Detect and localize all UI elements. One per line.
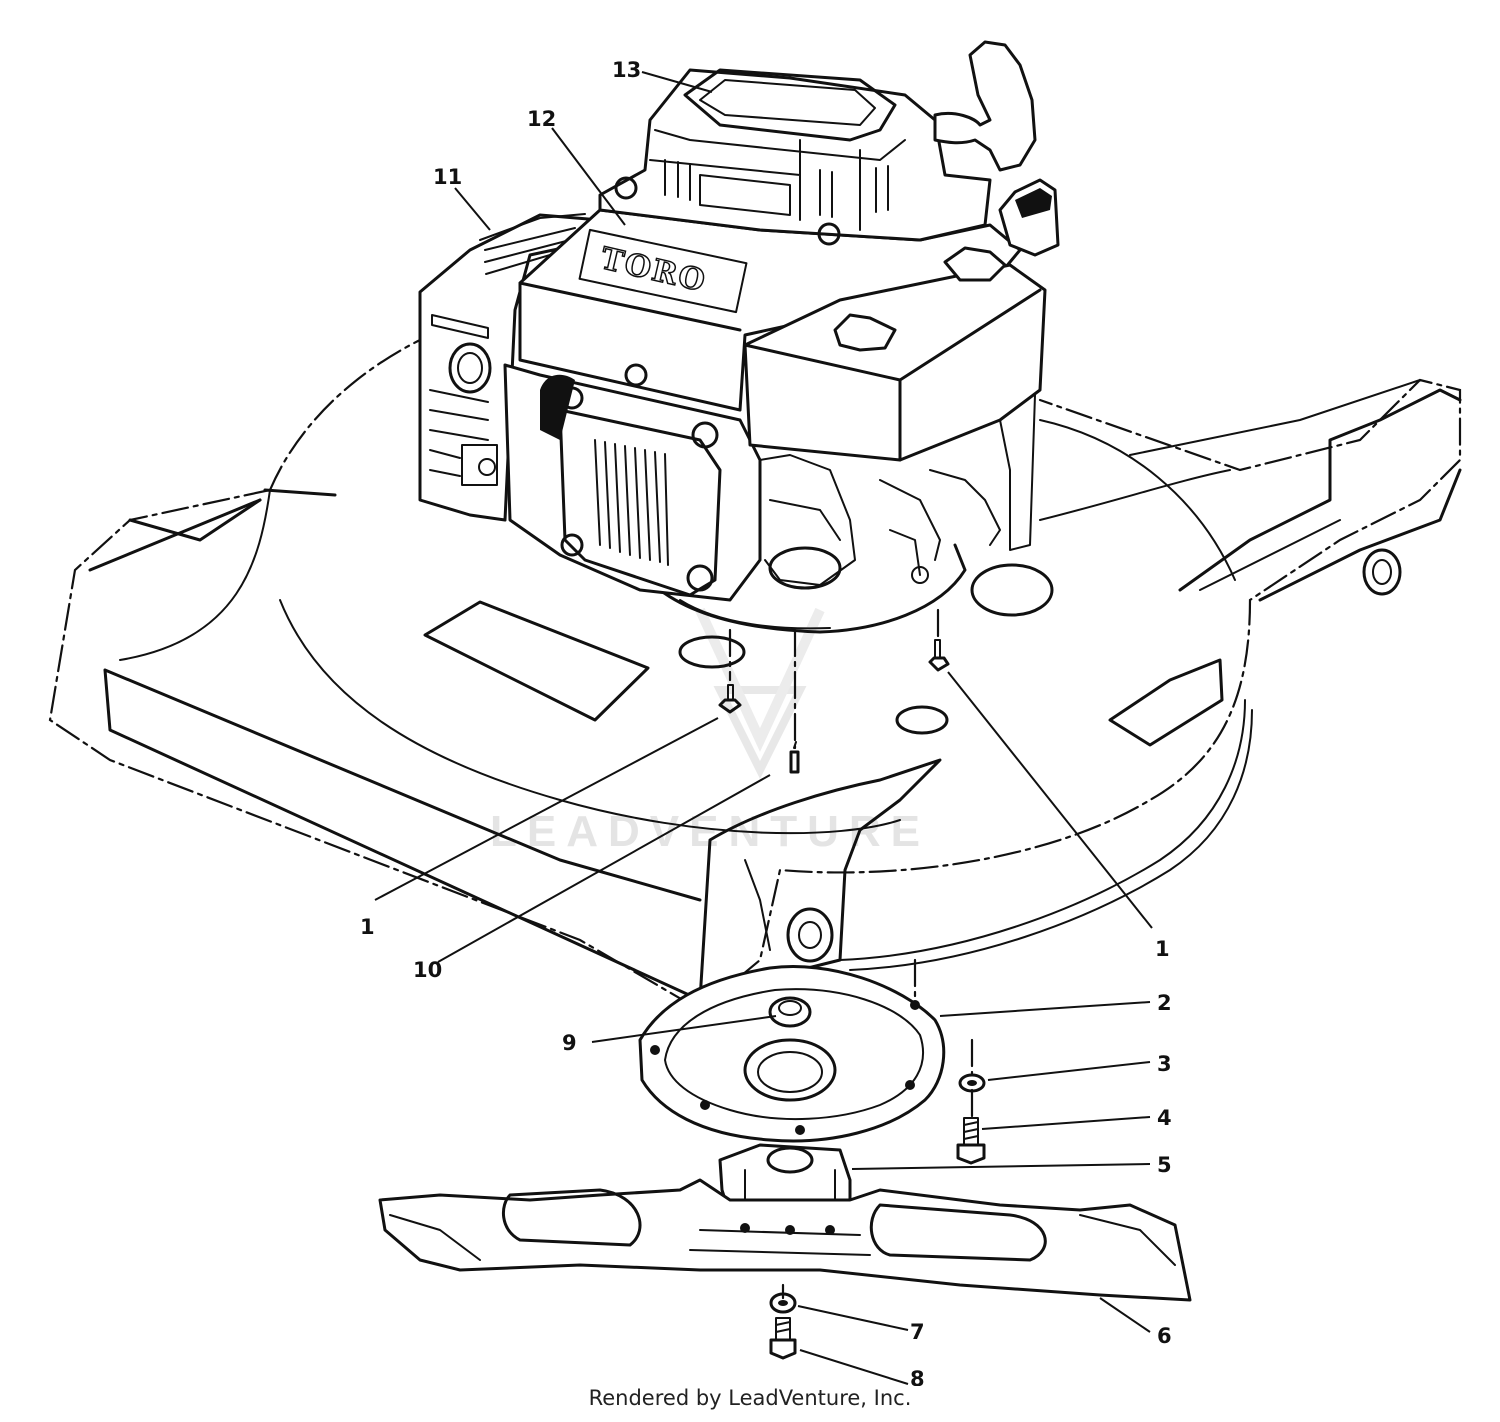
washer-3	[958, 1073, 986, 1093]
bolt-8	[769, 1317, 797, 1360]
callout-12: 12	[527, 107, 556, 131]
watermark-logo	[695, 607, 825, 779]
exploded-view-drawing: LEADVENTURE	[48, 40, 1462, 1386]
blade-6	[378, 1178, 1192, 1302]
callout-2: 2	[1157, 991, 1172, 1015]
engine: TORO	[418, 40, 1060, 634]
callout-6: 6	[1157, 1324, 1172, 1348]
engine-bolt-left	[718, 684, 742, 714]
callout-7: 7	[910, 1320, 925, 1344]
callout-9: 9	[562, 1031, 577, 1055]
callout-13: 13	[612, 58, 641, 82]
washer-7	[769, 1292, 797, 1314]
watermark-text: LEADVENTURE	[490, 807, 930, 856]
bolt-4	[956, 1117, 986, 1165]
leader-lines	[374, 71, 1153, 1385]
footer-credit: Rendered by LeadVenture, Inc.	[588, 1386, 912, 1410]
callout-5: 5	[1157, 1153, 1172, 1177]
callout-8: 8	[910, 1367, 925, 1386]
assembly-lines	[728, 608, 974, 1300]
mower-deck	[48, 338, 1462, 1012]
callout-labels: 13 12 11 1 10 1 2 9 3 4 5 6 7 8	[360, 58, 1172, 1386]
callout-11: 11	[433, 165, 462, 189]
callout-4: 4	[1157, 1106, 1172, 1130]
callout-1-left: 1	[360, 915, 375, 939]
blade-support-plate	[638, 965, 946, 1143]
callout-10: 10	[413, 958, 442, 982]
callout-3: 3	[1157, 1052, 1172, 1076]
engine-bolt-right	[928, 639, 950, 672]
callout-1-right: 1	[1155, 937, 1170, 961]
muffler-fins	[594, 439, 669, 566]
